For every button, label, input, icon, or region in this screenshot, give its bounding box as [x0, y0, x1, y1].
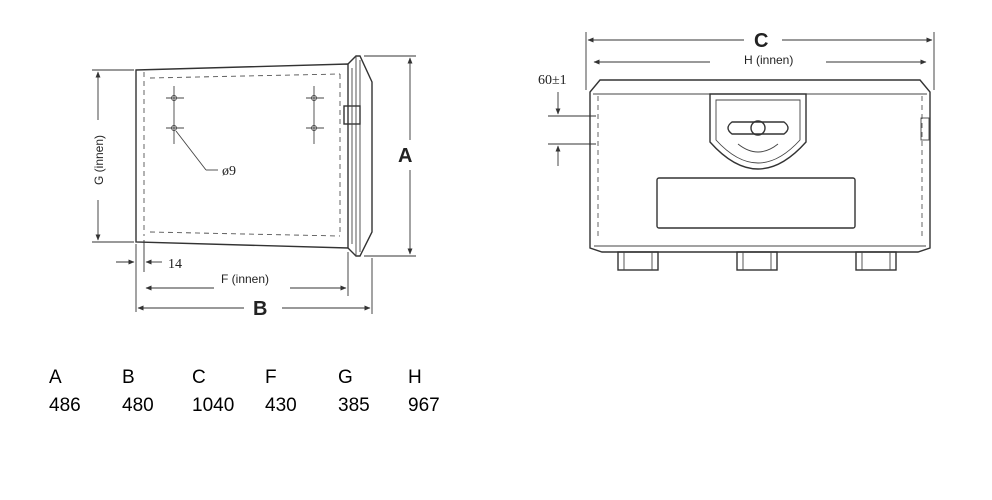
label-G-innen: G (innen)	[92, 135, 106, 185]
header-B: B	[122, 367, 135, 388]
side-view-body	[135, 63, 349, 249]
table-value-row: 486 480 1040 430 385 967	[49, 395, 468, 423]
value-A: 486	[49, 395, 81, 416]
header-G: G	[338, 367, 353, 388]
header-A: A	[49, 367, 62, 388]
label-14: 14	[168, 257, 182, 272]
dimension-A: A	[364, 55, 416, 257]
value-G: 385	[338, 395, 370, 416]
dimension-14: 14	[116, 240, 182, 312]
front-view-lock	[709, 93, 807, 170]
front-view-body	[589, 79, 931, 253]
value-H: 967	[408, 395, 440, 416]
side-view: G (innen) A 14 F (innen)	[92, 55, 416, 320]
header-C: C	[192, 367, 206, 388]
value-F: 430	[265, 395, 297, 416]
dimension-B: B	[137, 258, 373, 320]
dimension-G: G (innen)	[92, 69, 134, 243]
label-F-innen: F (innen)	[221, 272, 269, 286]
dimension-C: C	[585, 30, 935, 90]
dimensions-table: A B C F G H 486 480 1040 430 385 967	[49, 367, 468, 423]
dimension-60: 60±1	[538, 73, 596, 166]
front-view: C H (innen) 60±1	[538, 30, 935, 271]
front-view-feet	[617, 251, 897, 271]
dimension-H: H (innen)	[593, 53, 927, 67]
front-view-label-plate	[656, 177, 856, 229]
label-hole-diameter: ø9	[222, 164, 236, 179]
value-C: 1040	[192, 395, 235, 416]
side-view-lid-profile	[343, 55, 373, 257]
dimension-F: F (innen)	[145, 252, 349, 296]
label-H-innen: H (innen)	[744, 53, 793, 67]
value-B: 480	[122, 395, 154, 416]
header-F: F	[265, 367, 277, 388]
label-A: A	[398, 145, 412, 167]
label-C: C	[754, 30, 768, 52]
side-view-mounting-holes	[166, 86, 324, 171]
label-60-tolerance: 60±1	[538, 73, 567, 88]
table-header-row: A B C F G H	[49, 367, 468, 395]
label-B: B	[253, 298, 267, 320]
header-H: H	[408, 367, 422, 388]
